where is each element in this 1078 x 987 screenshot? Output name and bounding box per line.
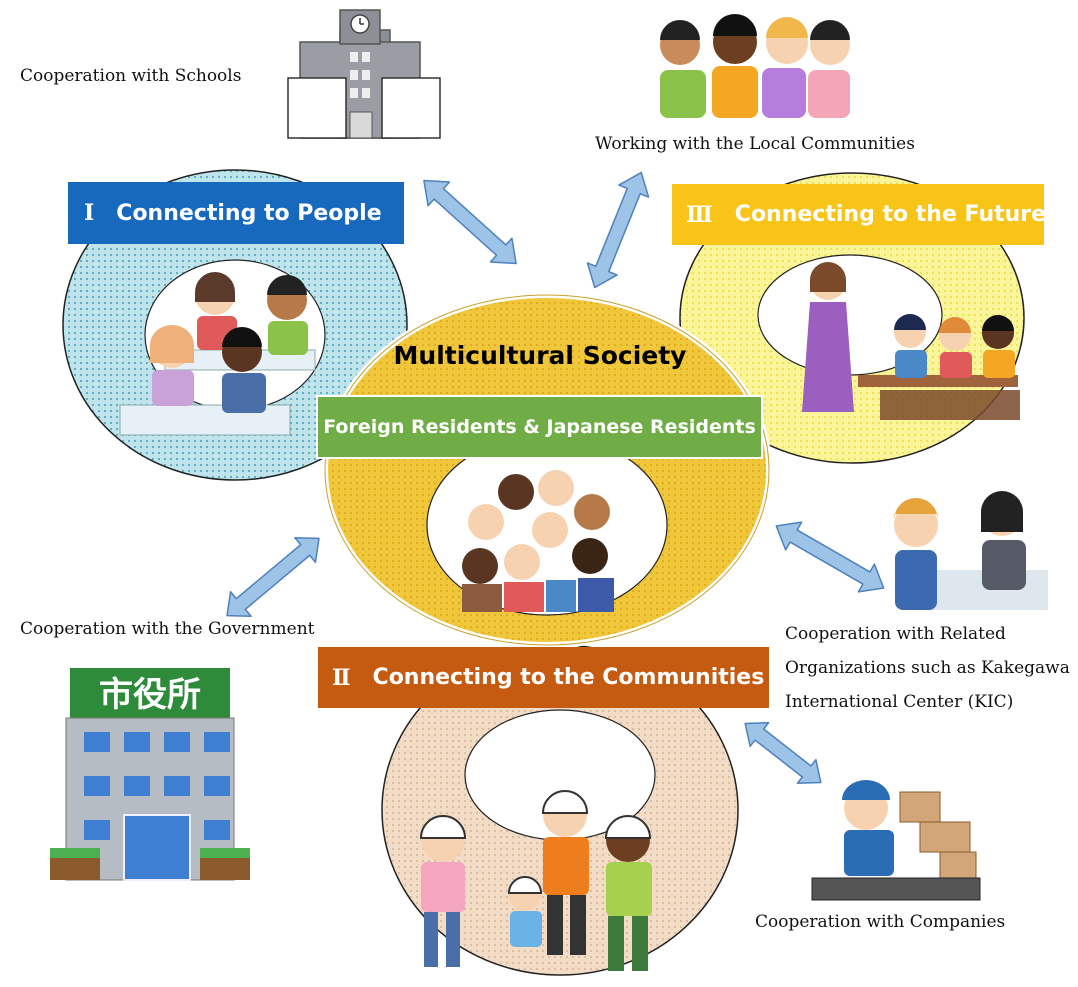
arrow-local-communities xyxy=(586,171,650,289)
banner-connecting-to-communities: Ⅱ Connecting to the Communities xyxy=(318,647,769,708)
arrow-government xyxy=(226,536,320,618)
cheering-crowd-illustration xyxy=(462,470,614,612)
caption-local-communities: Working with the Local Communities xyxy=(595,134,915,154)
arrow-companies xyxy=(744,721,822,785)
community-friends-illustration xyxy=(660,14,850,118)
caption-companies: Cooperation with Companies xyxy=(755,912,1006,932)
banner-communities-numeral: Ⅱ xyxy=(332,664,351,691)
caption-kic-line-1: Cooperation with Related xyxy=(785,624,1006,644)
center-subtitle: Foreign Residents & Japanese Residents xyxy=(323,416,756,438)
banner-connecting-to-people: Ⅰ Connecting to People xyxy=(68,182,404,244)
caption-government: Cooperation with the Government xyxy=(20,619,315,639)
teacher-students-illustration xyxy=(802,262,1020,420)
banner-people-label: Connecting to People xyxy=(116,200,382,226)
consultation-illustration xyxy=(894,491,1048,610)
banner-communities-label: Connecting to the Communities xyxy=(372,665,765,690)
arrows xyxy=(226,171,885,785)
center-title: Multicultural Society xyxy=(394,341,687,370)
caption-kic-line-3: International Center (KIC) xyxy=(785,692,1014,712)
banner-future-numeral: Ⅲ xyxy=(686,201,713,228)
classroom-illustration xyxy=(119,272,316,436)
caption-kic-line-2: Organizations such as Kakegawa xyxy=(785,658,1070,678)
banner-connecting-to-future: Ⅲ Connecting to the Future xyxy=(672,184,1047,245)
arrow-schools xyxy=(423,179,517,265)
arrow-kic xyxy=(775,521,885,593)
factory-worker-illustration xyxy=(811,780,981,901)
banner-people-numeral: Ⅰ xyxy=(84,200,95,226)
evacuation-drill-illustration xyxy=(419,790,652,971)
city-hall-illustration xyxy=(50,668,250,881)
city-hall-sign: 市役所 xyxy=(99,675,201,715)
banner-future-label: Connecting to the Future xyxy=(734,202,1047,227)
caption-schools: Cooperation with Schools xyxy=(20,66,242,86)
school-building-illustration xyxy=(287,9,441,139)
center-subtitle-banner: Foreign Residents & Japanese Residents xyxy=(316,395,763,459)
